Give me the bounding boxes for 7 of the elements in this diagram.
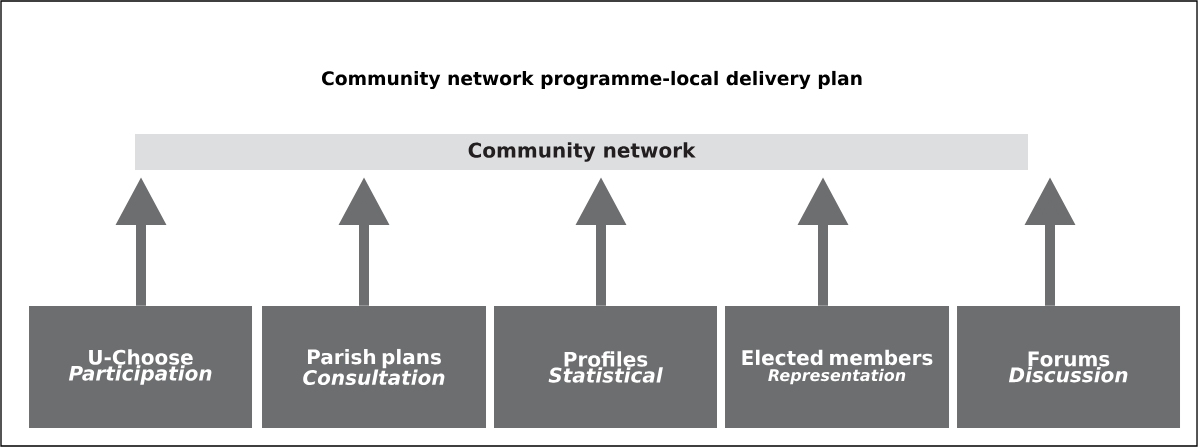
category-box: Parish plans Consultation — [262, 306, 486, 428]
category-box: Elected members Representation — [725, 306, 949, 428]
category-box: Profiles Statistical — [494, 306, 717, 428]
category-box: U-Choose Participation — [29, 306, 252, 428]
network-band: Community network — [135, 134, 1028, 170]
title: Community network programme-local delivery plan — [322, 70, 862, 90]
category-box: Forums Discussion — [957, 306, 1180, 428]
